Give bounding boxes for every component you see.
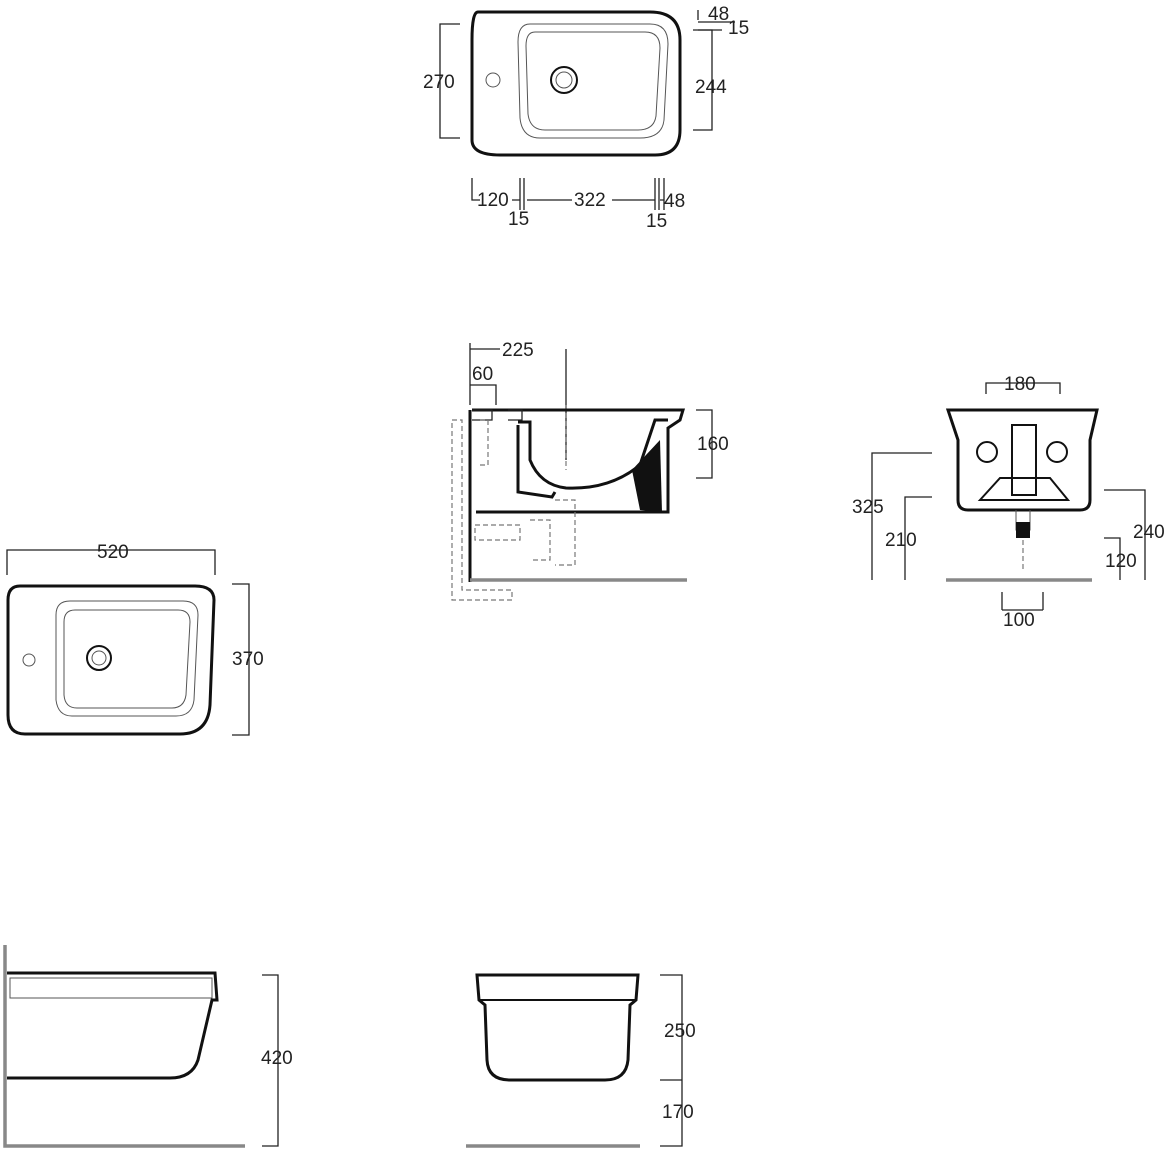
top-view-bowl-inner — [525, 31, 661, 131]
section-view: 225 60 160 — [451, 340, 729, 601]
dim-180: 180 — [1004, 374, 1036, 395]
plan-drain-inner — [91, 650, 107, 666]
dim-60: 60 — [472, 364, 493, 385]
plan-view: 520 370 — [6, 542, 264, 736]
dim-15-left: 15 — [508, 209, 529, 230]
plan-tap-hole-icon — [22, 653, 36, 667]
dim-120-rear: 120 — [1105, 551, 1137, 572]
dim-48-right: 48 — [664, 191, 685, 212]
top-view-outline — [470, 10, 682, 157]
top-view-bowl-outer — [517, 23, 669, 139]
dim-520: 520 — [97, 542, 129, 563]
dim-325: 325 — [852, 497, 884, 518]
rear-view: 180 325 210 240 120 100 — [852, 374, 1165, 631]
dim-270: 270 — [423, 72, 455, 93]
tap-hole-icon — [485, 72, 501, 88]
section-fill — [632, 440, 662, 512]
dim-100: 100 — [1003, 610, 1035, 631]
fixing-hole-left-icon — [976, 441, 998, 463]
plan-drain-icon — [86, 645, 112, 671]
drain-inner — [555, 71, 573, 89]
dim-48-top: 48 — [708, 4, 729, 25]
side-view: 420 — [3, 945, 293, 1148]
dim-210: 210 — [885, 530, 917, 551]
dim-240: 240 — [1133, 522, 1165, 543]
dim-420: 420 — [261, 1048, 293, 1069]
dim-15-top: 15 — [728, 18, 749, 39]
dim-322: 322 — [574, 190, 606, 211]
top-view: 270 244 48 15 120 15 322 15 48 — [423, 4, 749, 232]
outlet-icon — [1016, 522, 1030, 538]
dim-15-right: 15 — [646, 211, 667, 232]
front-view: 250 170 — [466, 973, 696, 1148]
dim-170: 170 — [662, 1102, 694, 1123]
dim-120: 120 — [477, 190, 509, 211]
dim-225: 225 — [502, 340, 534, 361]
dim-370: 370 — [232, 649, 264, 670]
dim-244: 244 — [695, 77, 727, 98]
fixing-hole-right-icon — [1046, 441, 1068, 463]
dim-250: 250 — [664, 1021, 696, 1042]
drain-icon — [550, 66, 578, 94]
dim-160: 160 — [697, 434, 729, 455]
